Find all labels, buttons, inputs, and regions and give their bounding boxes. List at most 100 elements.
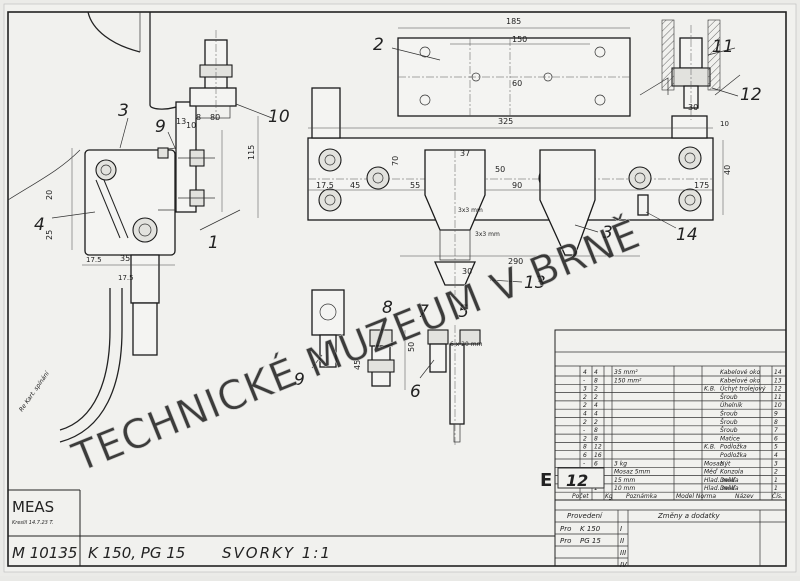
- callout-14: 14: [676, 225, 698, 245]
- variant-roman: III: [620, 549, 626, 557]
- dim-50: 50: [495, 165, 505, 174]
- parts-row-note: Mosaz 5mm: [614, 469, 650, 476]
- callout-6: 6: [410, 382, 421, 402]
- parts-row-qty1: -: [583, 377, 585, 384]
- dim-30-b: 30: [462, 267, 472, 276]
- stamp-number: 12: [566, 471, 588, 490]
- changes-title: Změny a dodatky: [657, 512, 720, 520]
- conductor-rail-curve: [7, 149, 123, 443]
- dim-13: 13: [176, 117, 186, 126]
- parts-row-qty2: 2: [594, 394, 598, 401]
- callout-8: 8: [382, 298, 393, 318]
- parts-row-qty2: 2: [594, 419, 598, 426]
- dim-45: 45: [350, 181, 360, 190]
- parts-row-qty1: -: [583, 460, 585, 467]
- callout-7: 7: [418, 302, 429, 322]
- parts-row-qty1: 3: [583, 386, 587, 393]
- parts-row-number: 10: [774, 402, 782, 409]
- parts-row-qty2: 4: [594, 369, 598, 376]
- parts-row-number: 6: [774, 435, 778, 442]
- parts-row-name: Podložka: [720, 444, 747, 451]
- parts-row-number: 1: [774, 477, 778, 484]
- parts-row-number: 1: [774, 485, 778, 492]
- header-number: Čís.: [772, 493, 783, 500]
- drawing-title: SVORKY 1:1: [222, 544, 332, 562]
- parts-row-number: 13: [774, 377, 782, 384]
- parts-row-note: 150 mm²: [614, 377, 642, 384]
- parts-row-number: 2: [774, 469, 778, 476]
- dim-90: 90: [512, 181, 522, 190]
- dim-35: 35: [120, 254, 130, 263]
- parts-row-note: 15 mm: [614, 477, 635, 484]
- parts-row-number: 12: [774, 386, 782, 393]
- parts-row-qty1: 2: [583, 435, 587, 442]
- part-2-plate: [397, 37, 631, 117]
- parts-row-qty2: 8: [594, 427, 598, 434]
- parts-row-note: 35 mm²: [614, 369, 638, 376]
- parts-row-model: K.B.: [704, 386, 716, 393]
- dim-150: 150: [512, 35, 527, 44]
- dim-185: 185: [506, 17, 521, 26]
- title-block: MEAS Kreslil 14.7.23 T. M 10135 K 150, P…: [8, 489, 555, 566]
- parts-row-name: Podložka: [720, 452, 747, 459]
- parts-row-number: 4: [774, 452, 778, 459]
- dim-17-5: 17.5: [316, 181, 334, 190]
- parts-row-number: 9: [774, 411, 778, 418]
- dim-30: 30: [688, 103, 698, 112]
- parts-row-qty2: 12: [594, 444, 602, 451]
- part-callouts: 1 2 3 3 4 5 6 7 8 9 9 10 11 12 13 14: [34, 35, 762, 402]
- header-count: Počet: [572, 493, 589, 500]
- drawing-number: M 10135: [12, 544, 77, 562]
- parts-row-name: Kabelové oko: [720, 377, 761, 384]
- dim-70: 70: [391, 156, 400, 166]
- dim-25: 25: [45, 230, 54, 240]
- stamp-letter: E: [540, 470, 552, 491]
- dim-290: 290: [508, 257, 523, 266]
- parts-row-name: Kabelové oko: [720, 369, 761, 376]
- parts-row-qty1: -: [583, 485, 585, 492]
- bottom-detail-parts: [311, 289, 481, 445]
- parts-row-name: Nýt: [720, 460, 731, 467]
- dimension-lines: [71, 27, 724, 390]
- parts-row-qty1: 2: [583, 419, 587, 426]
- dim-20: 20: [45, 190, 54, 200]
- parts-row-model: Měď: [704, 469, 718, 476]
- dim-60: 60: [512, 79, 522, 88]
- parts-row-qty1: 4: [583, 411, 587, 418]
- parts-row-qty1: 2: [583, 394, 587, 401]
- parts-row-name: Deska: [720, 485, 739, 492]
- callout-11: 11: [712, 37, 734, 57]
- parts-row-number: 14: [774, 369, 782, 376]
- callout-1: 1: [208, 233, 219, 253]
- parts-row-qty2: 16: [594, 452, 602, 459]
- dim-45-b: 45: [353, 360, 362, 370]
- callout-4: 4: [34, 215, 45, 235]
- parts-row-name: Úchyt trolejový: [720, 386, 766, 393]
- parts-row-name: Šroub: [720, 394, 738, 401]
- header-name: Název: [735, 493, 754, 500]
- header-kg: Kg: [605, 493, 613, 500]
- variant-label: Pro: [560, 525, 571, 533]
- variant-roman: IV: [620, 561, 628, 569]
- parts-row-qty2: 1: [594, 485, 598, 492]
- parts-row-model: Mosaz: [704, 460, 724, 467]
- parts-row-number: 8: [774, 419, 778, 426]
- parts-list-header: Počet Kg Poznámka Model Norma Název Čís.…: [567, 493, 783, 520]
- parts-row-qty2: 2: [594, 386, 598, 393]
- parts-row-qty1: 6: [583, 452, 587, 459]
- parts-row-name: Deska: [720, 477, 739, 484]
- dim-3x3-b: 3x3 mm: [475, 231, 500, 238]
- dim-8: 8: [196, 113, 201, 122]
- callout-9-bottom: 9: [294, 370, 305, 390]
- parts-row-model: Hlad. měď: [704, 477, 736, 484]
- variant-roman: II: [620, 537, 624, 545]
- company-name: MEAS: [12, 498, 54, 516]
- parts-row-model: Hlad. měď: [704, 485, 736, 492]
- callout-3-right: 3: [602, 223, 613, 243]
- parts-row-name: Úhelník: [720, 402, 743, 409]
- dim-6x20: 6 x 20 mm: [450, 341, 483, 348]
- parts-row-qty2: 4: [594, 402, 598, 409]
- parts-row-name: Šroub: [720, 427, 738, 434]
